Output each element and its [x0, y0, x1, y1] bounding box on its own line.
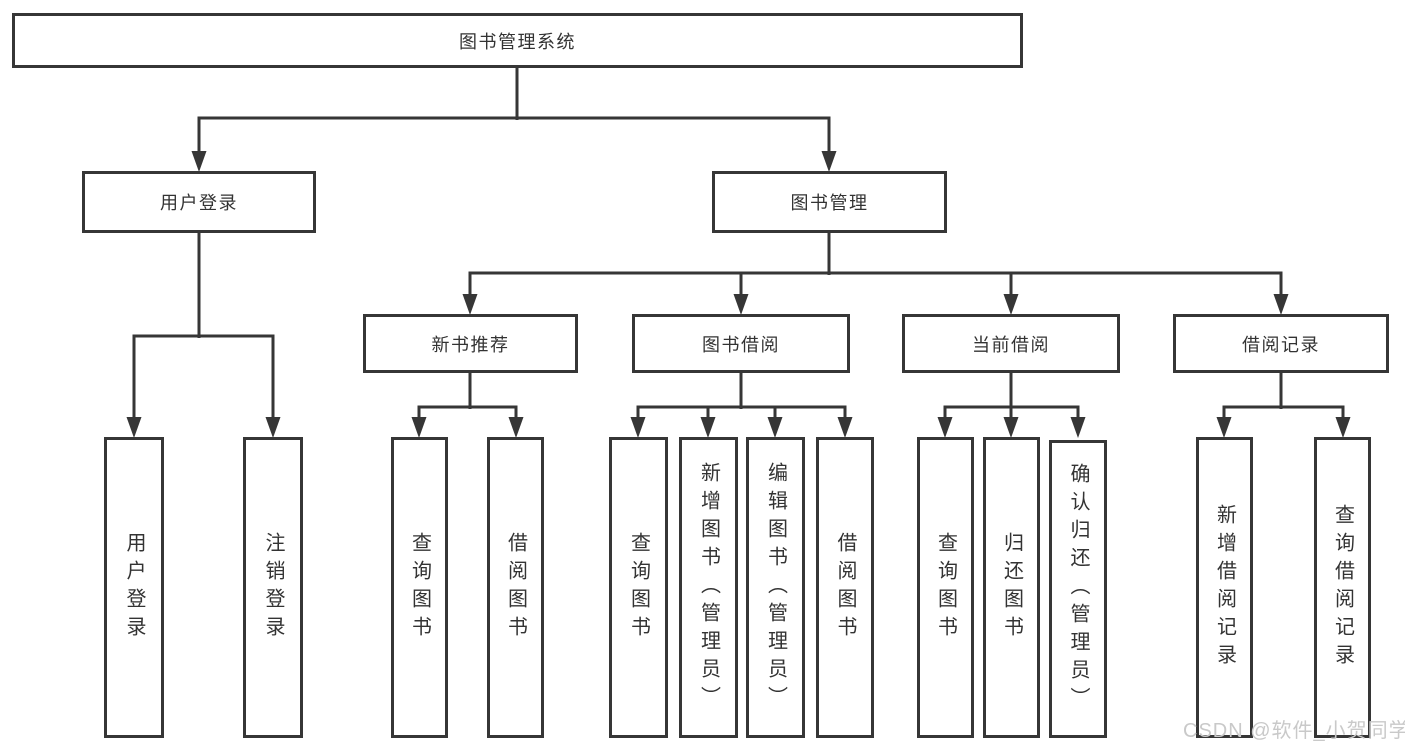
- node-label: 归还图书: [1000, 531, 1023, 644]
- node-label: 编辑图书（管理员）: [764, 461, 787, 714]
- leaf-borrow-book: 借阅图书: [816, 437, 874, 738]
- leaf-newbook-query-books: 查询图书: [391, 437, 448, 738]
- node-label: 图书管理系统: [459, 31, 576, 52]
- node-label: 图书管理: [790, 193, 869, 213]
- node-root: 图书管理系统: [12, 13, 1023, 68]
- node-label: 图书借阅: [702, 334, 780, 355]
- node-label: 查询借阅记录: [1331, 503, 1354, 672]
- leaf-add-borrow-record: 新增借阅记录: [1196, 437, 1253, 738]
- node-label: 新增图书（管理员）: [697, 461, 720, 714]
- node-label: 查询图书: [408, 531, 431, 644]
- node-label: 借阅记录: [1242, 334, 1320, 355]
- leaf-borrow-query-books: 查询图书: [609, 437, 668, 738]
- node-borrow-records: 借阅记录: [1173, 314, 1389, 373]
- node-label: 查询图书: [627, 531, 650, 644]
- node-label: 借阅图书: [834, 531, 856, 644]
- node-book-management: 图书管理: [712, 171, 947, 233]
- leaf-return-book: 归还图书: [983, 437, 1040, 738]
- node-label: 借阅图书: [504, 531, 527, 644]
- leaf-logout: 注销登录: [243, 437, 303, 738]
- leaf-newbook-borrow-books: 借阅图书: [487, 437, 544, 738]
- leaf-confirm-return-admin: 确认归还（管理员）: [1049, 440, 1107, 738]
- node-user-login: 用户登录: [82, 171, 316, 233]
- leaf-query-borrow-record: 查询借阅记录: [1314, 437, 1371, 738]
- leaf-edit-book-admin: 编辑图书（管理员）: [746, 437, 805, 738]
- node-label: 新增借阅记录: [1213, 503, 1236, 672]
- node-label: 当前借阅: [972, 334, 1050, 355]
- node-current-borrow: 当前借阅: [902, 314, 1120, 373]
- node-label: 新书推荐: [431, 334, 510, 355]
- node-label: 用户登录: [160, 193, 238, 213]
- leaf-current-query-books: 查询图书: [917, 437, 974, 738]
- watermark: CSDN @软件_小贺同学: [1183, 720, 1405, 742]
- node-label: 查询图书: [934, 531, 957, 644]
- leaf-user-login: 用户登录: [104, 437, 164, 738]
- node-label: 用户登录: [123, 531, 145, 644]
- node-new-book-recommend: 新书推荐: [363, 314, 578, 373]
- node-label: 确认归还（管理员）: [1067, 463, 1089, 715]
- node-label: 注销登录: [262, 531, 284, 644]
- node-book-borrow: 图书借阅: [632, 314, 850, 373]
- leaf-add-book-admin: 新增图书（管理员）: [679, 437, 738, 738]
